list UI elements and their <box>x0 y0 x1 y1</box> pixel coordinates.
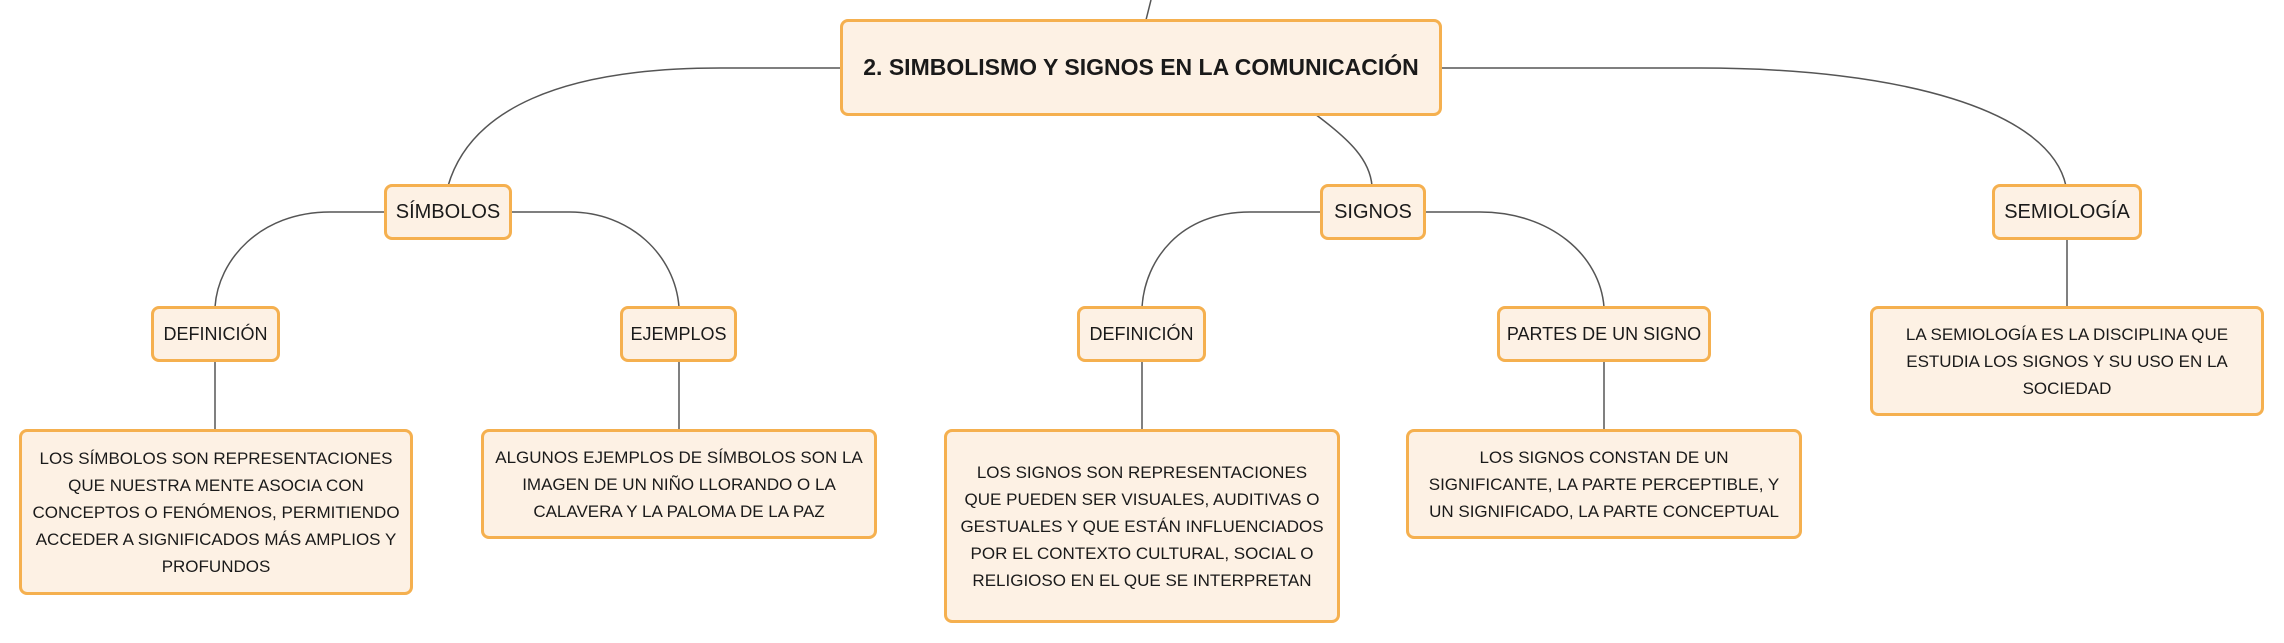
topic-signos[interactable]: SIGNOS <box>1320 184 1426 240</box>
leaf-simbolos-ejemplos-text[interactable]: ALGUNOS EJEMPLOS DE SÍMBOLOS SON LA IMAG… <box>481 429 877 539</box>
leaf-signos-partes-text-content: LOS SIGNOS CONSTAN DE UN SIGNIFICANTE, L… <box>1428 447 1780 521</box>
topic-simbolos[interactable]: SÍMBOLOS <box>384 184 512 240</box>
subtopic-simbolos-ejemplos[interactable]: EJEMPLOS <box>620 306 737 362</box>
leaf-signos-definicion-text[interactable]: LOS SIGNOS SON REPRESENTACIONES QUE PUED… <box>944 429 1340 623</box>
topic-semiologia[interactable]: SEMIOLOGÍA <box>1992 184 2142 240</box>
topic-semiologia-label: SEMIOLOGÍA <box>2004 200 2130 223</box>
root-topic[interactable]: 2. SIMBOLISMO Y SIGNOS EN LA COMUNICACIÓ… <box>840 19 1442 116</box>
subtopic-simbolos-definicion[interactable]: DEFINICIÓN <box>151 306 280 362</box>
leaf-simbolos-definicion-text[interactable]: LOS SÍMBOLOS SON REPRESENTACIONES QUE NU… <box>19 429 413 595</box>
connector-root-parent <box>1145 0 1152 21</box>
connector-root-simbolos <box>447 67 842 187</box>
subtopic-signos-partes-label: PARTES DE UN SIGNO <box>1506 323 1702 344</box>
connector-simbolos-ejemplos <box>510 211 680 308</box>
leaf-simbolos-definicion-text-content: LOS SÍMBOLOS SON REPRESENTACIONES QUE NU… <box>32 448 400 576</box>
subtopic-signos-definicion-label: DEFINICIÓN <box>1089 323 1194 344</box>
leaf-signos-definicion-text-content: LOS SIGNOS SON REPRESENTACIONES QUE PUED… <box>960 462 1324 590</box>
connector-simbolos-definicion <box>214 211 385 308</box>
connector-root-semiologia <box>1440 67 2067 187</box>
root-topic-label: 2. SIMBOLISMO Y SIGNOS EN LA COMUNICACIÓ… <box>863 54 1419 80</box>
leaf-simbolos-ejemplos-text-content: ALGUNOS EJEMPLOS DE SÍMBOLOS SON LA IMAG… <box>495 447 863 521</box>
leaf-semiologia-text-content: LA SEMIOLOGÍA ES LA DISCIPLINA QUE ESTUD… <box>1905 324 2229 398</box>
subtopic-signos-definicion[interactable]: DEFINICIÓN <box>1077 306 1206 362</box>
subtopic-signos-partes[interactable]: PARTES DE UN SIGNO <box>1497 306 1711 362</box>
connector-root-signos <box>1314 113 1373 187</box>
subtopic-simbolos-definicion-label: DEFINICIÓN <box>163 323 268 344</box>
topic-signos-label: SIGNOS <box>1334 200 1412 223</box>
topic-simbolos-label: SÍMBOLOS <box>395 200 501 223</box>
connector-signos-definicion <box>1141 211 1323 308</box>
leaf-semiologia-text[interactable]: LA SEMIOLOGÍA ES LA DISCIPLINA QUE ESTUD… <box>1870 306 2264 416</box>
leaf-signos-partes-text[interactable]: LOS SIGNOS CONSTAN DE UN SIGNIFICANTE, L… <box>1406 429 1802 539</box>
subtopic-simbolos-ejemplos-label: EJEMPLOS <box>630 323 727 344</box>
connector-signos-partes <box>1424 211 1605 308</box>
